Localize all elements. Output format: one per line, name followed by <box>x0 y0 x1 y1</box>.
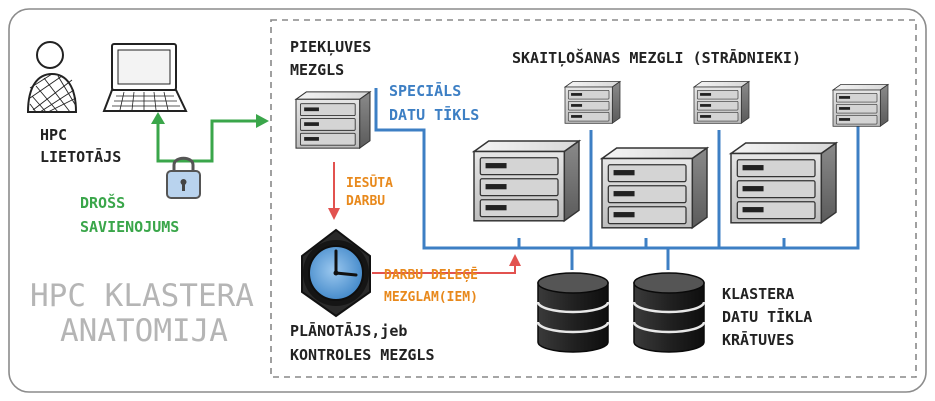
network-label: SPECIĀLS DATU TĪKLS <box>389 80 479 124</box>
scheduler-label: PLĀNOTĀJS,jeb KONTROLES MEZGLS <box>290 320 435 364</box>
secure-connection-line <box>156 115 262 163</box>
secure-connection-arrowhead-right <box>256 114 269 128</box>
lock-icon <box>166 156 201 199</box>
secure-connection-label: DROŠS SAVIENOJUMS <box>80 193 179 236</box>
scheduler-clock-icon <box>301 228 371 318</box>
delegate-job-arrowhead <box>509 254 521 266</box>
compute-node-large-3 <box>730 142 837 224</box>
compute-node-small-2 <box>693 81 750 124</box>
laptop-icon <box>102 43 188 112</box>
user-label: HPC LIETOTĀJS <box>40 126 121 166</box>
user-icon <box>26 41 78 113</box>
login-node-server <box>295 91 371 149</box>
compute-node-large-2 <box>601 147 708 229</box>
delegate-job-arrow <box>372 264 516 274</box>
outer-frame <box>8 8 927 393</box>
compute-node-large-1 <box>473 140 580 222</box>
compute-node-small-1 <box>564 81 621 124</box>
login-node-label: PIEKĻUVES MEZGLS <box>290 38 380 79</box>
storage-label: KLASTERA DATU TĪKLA KRĀTUVES <box>722 285 821 349</box>
storage-database-icon-2 <box>632 272 706 353</box>
secure-connection-arrowhead-up <box>151 112 165 124</box>
compute-node-small-3 <box>832 84 889 127</box>
submit-job-label: IESŪTA DARBU <box>346 175 401 209</box>
submit-job-arrowhead <box>328 208 340 220</box>
delegate-job-label: DARBU DELEĢĒ MEZGLAM(IEM) <box>384 268 486 305</box>
compute-nodes-label: SKAITĻOŠANAS MEZGLI (STRĀDNIEKI) <box>512 47 801 67</box>
cluster-boundary <box>270 19 917 378</box>
diagram-title: HPC KLASTERA ANATOMIJA <box>30 278 273 349</box>
storage-database-icon-1 <box>536 272 610 353</box>
data-network-lines <box>374 88 860 270</box>
